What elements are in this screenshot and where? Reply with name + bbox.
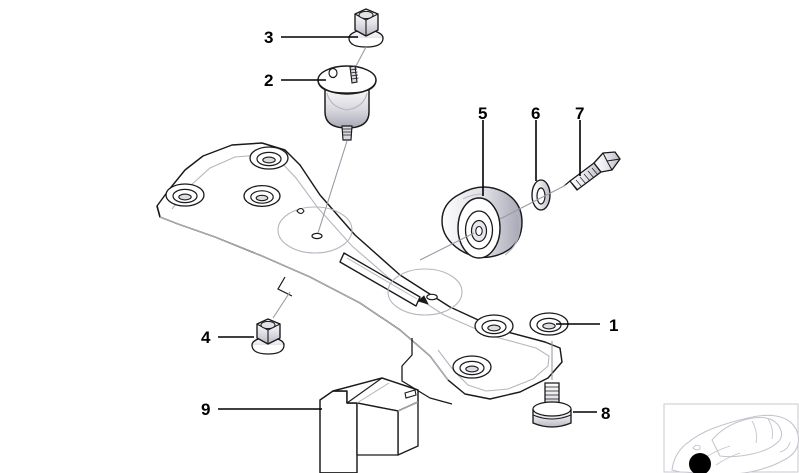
callout-label-7[interactable]: 7 — [575, 104, 585, 123]
callout-label-1[interactable]: 1 — [609, 316, 619, 335]
assembly-leader-part5 — [419, 232, 475, 261]
callout-label-4[interactable]: 4 — [201, 328, 211, 347]
callout-label-5[interactable]: 5 — [478, 104, 488, 123]
part-hex-head-bolt-long[interactable] — [563, 151, 621, 191]
part-bracket-heat-shield[interactable] — [319, 377, 419, 473]
part-hex-collar-nut-upper[interactable] — [348, 8, 384, 48]
crossmember-bolt-hole — [249, 146, 289, 170]
vehicle-locator-thumbnail — [663, 403, 799, 473]
assembly-leader-part4 — [272, 291, 291, 319]
crossmember-bolt-hole — [474, 314, 514, 338]
part-transmission-crossmember[interactable] — [156, 142, 569, 405]
part-rubber-bushing-mount[interactable] — [441, 186, 523, 259]
crossmember-mount-pad-right — [387, 268, 463, 316]
part-hex-collar-nut-lower[interactable] — [251, 318, 285, 355]
part-hex-flange-bolt-short[interactable] — [532, 382, 572, 428]
callout-label-8[interactable]: 8 — [601, 404, 611, 423]
assembly-leader-part3 — [355, 46, 367, 67]
assembly-leader-part2 — [317, 140, 348, 234]
callout-label-2[interactable]: 2 — [264, 71, 274, 90]
part-washer[interactable] — [531, 179, 551, 211]
crossmember-bolt-hole — [165, 183, 205, 207]
assembly-leader-part7 — [499, 184, 567, 220]
callout-label-6[interactable]: 6 — [531, 104, 541, 123]
callout-label-3[interactable]: 3 — [264, 28, 274, 47]
crossmember-bolt-hole — [243, 184, 281, 208]
crossmember-mount-pad-left — [277, 206, 353, 254]
part-gearbox-mount-rubber[interactable] — [317, 65, 377, 141]
crossmember-bolt-hole — [452, 355, 492, 379]
location-marker-dot — [689, 453, 711, 473]
callout-leader-lines — [218, 36, 600, 413]
callout-label-9[interactable]: 9 — [201, 400, 211, 419]
